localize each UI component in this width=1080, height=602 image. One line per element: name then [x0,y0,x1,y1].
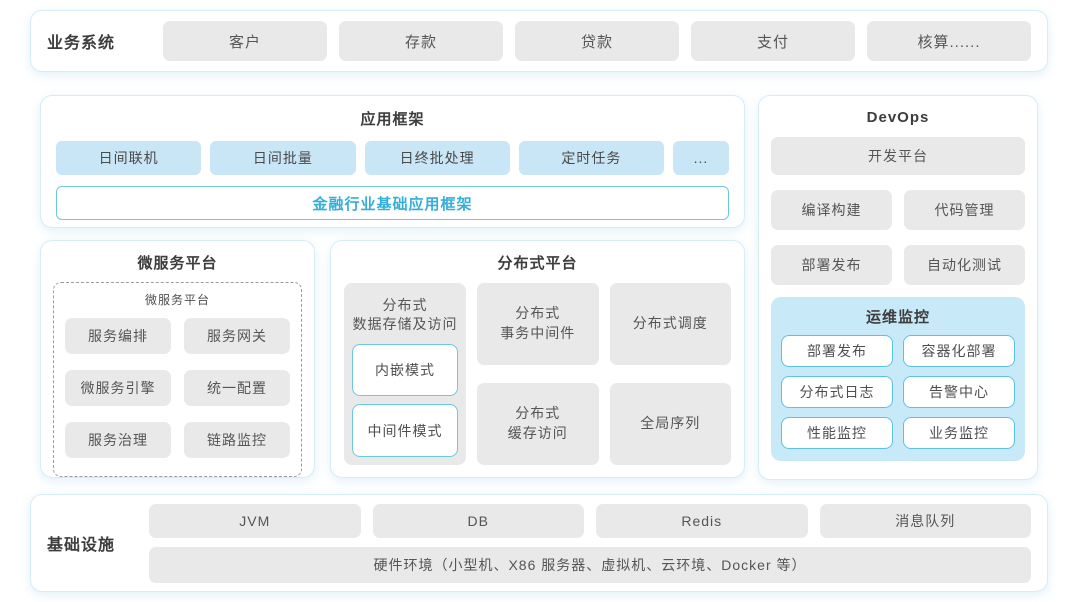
storage-mode: 内嵌模式 [352,343,458,397]
distributed-item: 分布式 事务中间件 [477,283,599,365]
ops-monitor-item: 分布式日志 [781,376,893,408]
distributed-item: 分布式调度 [609,283,731,365]
devops-tools-grid: 编译构建 代码管理 部署发布 自动化测试 [771,190,1025,285]
distributed-storage-label: 分布式 数据存储及访问 [352,297,458,332]
application-framework-panel: 应用框架 日间联机 日间批量 日终批处理 定时任务 ... 金融行业基础应用框架 [40,95,745,228]
ops-monitor-item: 部署发布 [781,335,893,367]
infrastructure-item: Redis [596,503,808,538]
distributed-storage-modes: 内嵌模式 中间件模式 [352,343,458,457]
business-item: 客户 [163,21,327,61]
infrastructure-row: JVM DB Redis 消息队列 [149,503,1031,538]
ops-monitor-item: 业务监控 [903,417,1015,449]
microservice-inner-title: 微服务平台 [144,293,210,307]
dev-platform-box: 开发平台 [771,137,1025,175]
distributed-item: 分布式 缓存访问 [477,383,599,465]
distributed-column: 分布式 事务中间件 分布式 缓存访问 [477,283,599,465]
distributed-platform-panel: 分布式平台 分布式 数据存储及访问 内嵌模式 中间件模式 分布式 事务中间件 分… [330,240,745,478]
microservice-platform-panel: 微服务平台 微服务平台 服务编排 服务网关 微服务引擎 统一配置 服务治理 链路… [40,240,315,478]
business-systems-panel: 业务系统 客户 存款 贷款 支付 核算...... [30,10,1048,72]
microservice-item: 微服务引擎 [65,370,171,406]
microservice-grid: 服务编排 服务网关 微服务引擎 统一配置 服务治理 链路监控 [65,318,290,458]
microservice-item: 链路监控 [184,422,290,458]
storage-mode: 中间件模式 [352,404,458,457]
application-framework-modules: 日间联机 日间批量 日终批处理 定时任务 ... [56,141,729,175]
devops-tool: 部署发布 [771,245,892,285]
devops-tool: 代码管理 [904,190,1025,230]
infrastructure-stack: JVM DB Redis 消息队列 硬件环境（小型机、X86 服务器、虚拟机、云… [149,503,1031,583]
distributed-platform-content: 分布式 数据存储及访问 内嵌模式 中间件模式 分布式 事务中间件 分布式 缓存访… [344,283,731,465]
ops-monitor-item: 性能监控 [781,417,893,449]
framework-module-more: ... [673,141,729,175]
distributed-column: 分布式调度 全局序列 [609,283,731,465]
infrastructure-label: 基础设施 [47,537,116,554]
devops-title: DevOps [866,109,930,126]
framework-module: 定时任务 [518,141,664,175]
distributed-platform-title: 分布式平台 [497,255,578,272]
framework-module: 日间联机 [56,141,202,175]
framework-module: 日终批处理 [364,141,510,175]
microservice-item: 服务网关 [184,318,290,354]
microservice-platform-title: 微服务平台 [137,255,218,272]
ops-monitor-grid: 部署发布 容器化部署 分布式日志 告警中心 性能监控 业务监控 [781,335,1015,449]
infrastructure-item: JVM [149,503,361,538]
ops-monitor-item: 容器化部署 [903,335,1015,367]
business-systems-label: 业务系统 [47,35,116,52]
business-systems-row: 客户 存款 贷款 支付 核算...... [163,21,1031,61]
infrastructure-item: 消息队列 [819,503,1031,538]
infrastructure-item: DB [372,503,584,538]
infrastructure-panel: 基础设施 JVM DB Redis 消息队列 硬件环境（小型机、X86 服务器、… [30,494,1048,592]
business-item: 贷款 [515,21,679,61]
business-item: 支付 [691,21,855,61]
distributed-item: 全局序列 [609,383,731,465]
business-item: 存款 [339,21,503,61]
microservice-item: 服务治理 [65,422,171,458]
base-application-framework: 金融行业基础应用框架 [56,186,729,220]
devops-tool: 编译构建 [771,190,892,230]
hardware-environment-box: 硬件环境（小型机、X86 服务器、虚拟机、云环境、Docker 等） [149,546,1031,583]
microservice-inner-box: 微服务平台 服务编排 服务网关 微服务引擎 统一配置 服务治理 链路监控 [53,282,302,477]
framework-module: 日间批量 [210,141,356,175]
ops-monitor-item: 告警中心 [903,376,1015,408]
devops-panel: DevOps 开发平台 编译构建 代码管理 部署发布 自动化测试 运维监控 部署… [758,95,1038,480]
microservice-item: 服务编排 [65,318,171,354]
distributed-storage-box: 分布式 数据存储及访问 内嵌模式 中间件模式 [344,283,466,465]
ops-monitor-title: 运维监控 [865,309,930,326]
devops-tool: 自动化测试 [904,245,1025,285]
application-framework-title: 应用框架 [360,111,425,128]
business-item: 核算...... [867,21,1031,61]
microservice-item: 统一配置 [184,370,290,406]
ops-monitor-container: 运维监控 部署发布 容器化部署 分布式日志 告警中心 性能监控 业务监控 [771,297,1025,461]
